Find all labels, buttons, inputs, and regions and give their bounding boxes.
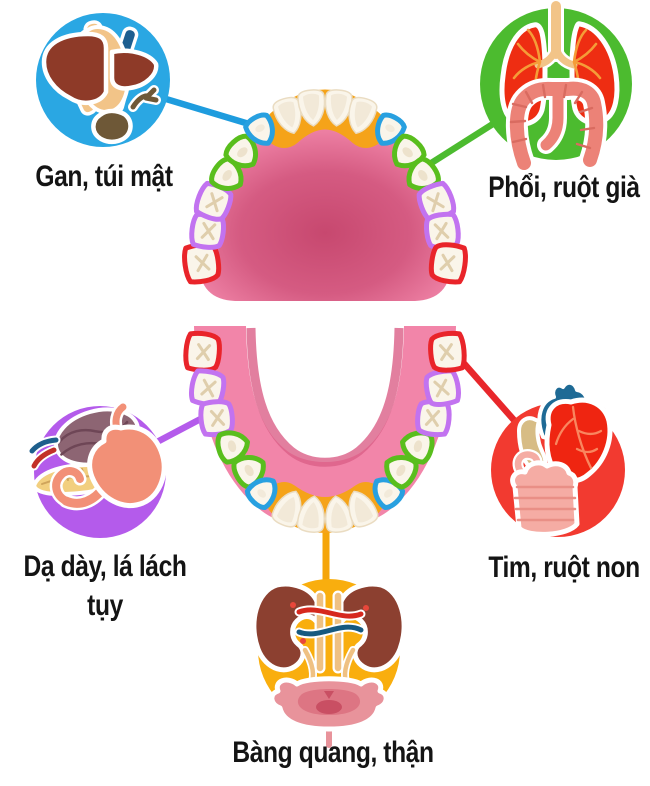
tooth-p [209, 156, 244, 191]
spleen-vessels-icon [27, 435, 61, 471]
lower-dental-arch [183, 326, 467, 533]
label-lungs-large-intestine: Phổi, ruột già [488, 171, 640, 204]
lower-teeth [183, 330, 467, 533]
tooth-i [324, 89, 353, 127]
liver-icon [41, 20, 159, 116]
tooth-c [243, 112, 275, 146]
tooth-i [297, 89, 326, 127]
tooth-i [348, 96, 378, 135]
small-intestine-icon [510, 449, 580, 537]
tooth-i [296, 495, 325, 533]
upper-dental-arch [182, 89, 468, 301]
tooth-c [375, 112, 407, 146]
lungs-large-intestine-badge [480, 0, 632, 174]
label-heart-small-intestine: Tim, ruột non [488, 551, 640, 584]
tooth-p [215, 430, 250, 465]
tooth-w [428, 330, 467, 373]
tooth-m [424, 211, 461, 250]
stomach-icon [49, 401, 167, 511]
heart-small-intestine-badge [491, 380, 625, 537]
label-stomach-line2: tụy [87, 589, 123, 622]
gallbladder-icon [91, 85, 161, 144]
tooth-m [423, 368, 461, 407]
bladder-icon [269, 676, 389, 751]
tooth-p [384, 455, 419, 490]
upper-gum [199, 122, 451, 301]
tooth-i [325, 495, 354, 533]
large-intestine-icon [505, 77, 608, 174]
bladder-kidneys-badge [251, 579, 407, 751]
label-liver-gallbladder: Gan, túi mật [35, 160, 173, 193]
lower-gum-inner-shadow [246, 327, 404, 467]
tooth-p [231, 455, 266, 490]
tooth-w [183, 330, 222, 373]
tooth-m [193, 180, 234, 222]
tooth-p [223, 133, 258, 169]
label-bladder-kidneys: Bàng quang, thận [232, 736, 434, 769]
kidneys-icon [251, 581, 407, 688]
tooth-i [271, 490, 302, 528]
stomach-spleen-pancreas-badge [27, 401, 167, 538]
tooth-p [400, 430, 435, 465]
tooth-m [415, 399, 452, 438]
upper-teeth [182, 89, 468, 285]
heart-icon [517, 380, 613, 484]
label-stomach-line1: Dạ dày, lá lách [23, 550, 187, 583]
tooth-i [348, 490, 379, 528]
tooth-w [428, 242, 468, 285]
tooth-c [244, 477, 278, 510]
liver-gallbladder-badge [36, 13, 170, 147]
